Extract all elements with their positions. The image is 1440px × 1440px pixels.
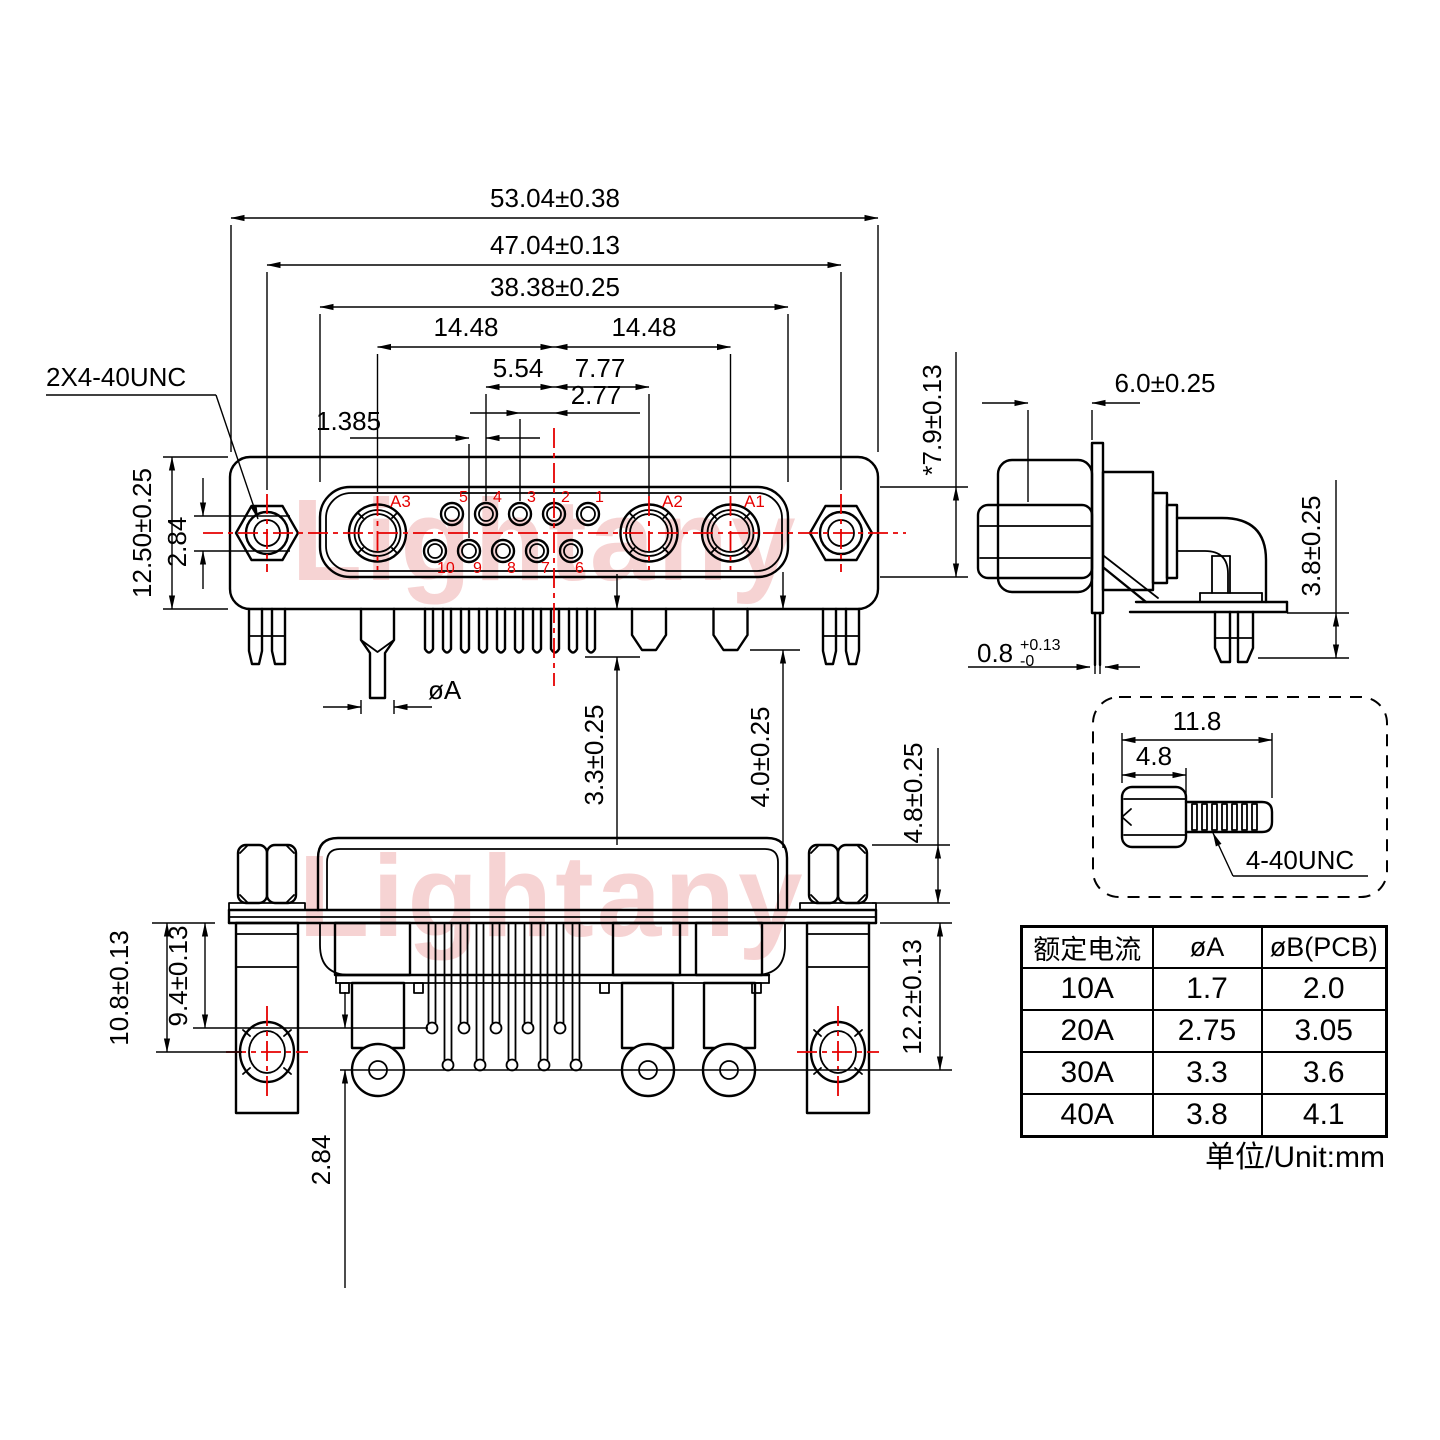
- top-view-dimensions: [46, 214, 968, 848]
- screw-detail: 11.8 4.8 4-40UNC: [1092, 696, 1388, 898]
- dim-bracket-height: 3.8±0.25: [1296, 495, 1326, 596]
- screw-detail-dimensions: [1121, 733, 1368, 877]
- table-cell: 30A: [1020, 1051, 1154, 1095]
- table-row: 40A 3.8 4.1: [1020, 1093, 1388, 1138]
- dim-screw-span: 47.04±0.13: [490, 230, 620, 260]
- dim-pin-row: 9.4±0.13: [163, 925, 193, 1026]
- table-cell: 1.7: [1151, 967, 1263, 1011]
- top-view: 53.04±0.38 47.04±0.13 38.38±0.25 14.48 1…: [46, 183, 968, 848]
- label-pin10: 10: [437, 560, 455, 577]
- dim-shell-width: 38.38±0.25: [490, 272, 620, 302]
- label-pin9: 9: [473, 560, 482, 577]
- label-a1: A1: [744, 492, 765, 511]
- label-a3: A3: [390, 492, 411, 511]
- dim-row-offset: 2.84: [162, 517, 192, 568]
- dim-overall-width: 53.04±0.38: [490, 183, 620, 213]
- front-view: 10.8±0.13 9.4±0.13 2.84 12.2±0.13 4.8±0.…: [104, 742, 952, 1288]
- front-view-dimensions: [152, 748, 952, 1288]
- table-cell: 3.05: [1260, 1009, 1388, 1053]
- coax-tail-peg-a1: [712, 607, 749, 652]
- dim-coax-tail: 4.0±0.25: [745, 706, 775, 807]
- table-row: 10A 1.7 2.0: [1020, 967, 1388, 1011]
- standoff-right: [799, 843, 877, 911]
- coax-tail-chamfer-a3: [360, 639, 395, 653]
- dim-pin-span-left: 5.54: [493, 353, 544, 383]
- label-pin5: 5: [459, 489, 468, 506]
- dim-pin-dia: øA: [428, 675, 462, 705]
- side-view-dimensions: [968, 399, 1349, 674]
- label-pin1: 1: [595, 489, 604, 506]
- label-pin7: 7: [541, 560, 550, 577]
- dim-flange-tol-minus: -0: [1020, 653, 1034, 670]
- barrel-left: [234, 921, 300, 1115]
- thread-label-screw: 4-40UNC: [1246, 845, 1354, 875]
- dim-coax-right: 14.48: [611, 312, 676, 342]
- signal-tails: [423, 607, 597, 654]
- thread-label-top: 2X4-40UNC: [46, 362, 186, 392]
- pin-holes-bottom-row: [422, 538, 584, 564]
- col-header-rated-current: 额定电流: [1020, 925, 1154, 969]
- boardlock-right: [821, 607, 861, 666]
- dim-standoff-height: 4.8±0.25: [898, 742, 928, 843]
- coax-tail-peg-a3: [359, 607, 396, 700]
- dim-flange-thickness: 0.8: [977, 638, 1013, 668]
- table-cell: 2.75: [1151, 1009, 1263, 1053]
- dim-body-height: 12.50±0.25: [127, 468, 157, 598]
- dim-row-stagger: 1.385: [316, 406, 381, 436]
- dim-pin-pitch: 2.77: [571, 380, 622, 410]
- side-view: 6.0±0.25 3.8±0.25 0.8 +0.13 -0: [968, 368, 1349, 674]
- table-cell: 40A: [1020, 1093, 1154, 1138]
- table-cell: 20A: [1020, 1009, 1154, 1053]
- dim-coax-center: 12.2±0.13: [897, 939, 927, 1054]
- unit-note: 单位/Unit:mm: [1205, 1141, 1385, 1174]
- dim-screw-total-length: 11.8: [1173, 706, 1222, 736]
- dim-pin-tail: 3.3±0.25: [579, 704, 609, 805]
- coax-tail-peg-a2: [630, 607, 668, 652]
- spec-table-header-row: 额定电流 øA øB(PCB): [1020, 925, 1388, 969]
- dim-screw-head-length: 4.8: [1136, 741, 1172, 771]
- dim-coax-left: 14.48: [433, 312, 498, 342]
- table-cell: 10A: [1020, 967, 1154, 1011]
- label-pin3: 3: [527, 489, 536, 506]
- table-cell: 3.6: [1260, 1051, 1388, 1095]
- label-pin4: 4: [493, 489, 502, 506]
- dim-shell-height: *7.9±0.13: [917, 364, 947, 475]
- table-row: 30A 3.3 3.6: [1020, 1051, 1388, 1095]
- label-pin6: 6: [575, 560, 584, 577]
- label-a2: A2: [662, 492, 683, 511]
- dim-depth: 6.0±0.25: [1114, 368, 1215, 398]
- col-header-dia-b: øB(PCB): [1260, 925, 1388, 969]
- col-header-dia-a: øA: [1151, 925, 1263, 969]
- label-pin8: 8: [507, 560, 516, 577]
- front-signal-pins: [425, 922, 583, 1072]
- dim-coax2-offset: 7.77: [575, 353, 626, 383]
- front-view-centerlines: [226, 1006, 879, 1098]
- table-cell: 2.0: [1260, 967, 1388, 1011]
- dim-screw-center: 10.8±0.13: [104, 930, 134, 1045]
- boardlock-left: [247, 607, 287, 666]
- screw-detail-box: [1092, 696, 1388, 898]
- table-cell: 3.3: [1151, 1051, 1263, 1095]
- standoff-left: [228, 843, 306, 911]
- side-view-outline: [976, 441, 1289, 667]
- watermark-bottom: Lightany: [298, 831, 805, 961]
- table-cell: 4.1: [1260, 1093, 1388, 1138]
- label-pin2: 2: [561, 489, 570, 506]
- dim-flange-tol-plus: +0.13: [1020, 637, 1061, 654]
- contact-labels: A3 A2 A1 5 4 3 2 1 10 9 8 7 6: [390, 489, 765, 577]
- table-cell: 3.8: [1151, 1093, 1263, 1138]
- spec-table: 额定电流 øA øB(PCB) 10A 1.7 2.0 20A 2.75 3.0…: [1020, 925, 1388, 1138]
- top-view-centerlines: [203, 428, 906, 686]
- table-row: 20A 2.75 3.05: [1020, 1009, 1388, 1053]
- dim-row-offset-front: 2.84: [306, 1135, 336, 1186]
- watermark-top: Lightany: [291, 475, 798, 605]
- screw-outline: [1120, 785, 1274, 849]
